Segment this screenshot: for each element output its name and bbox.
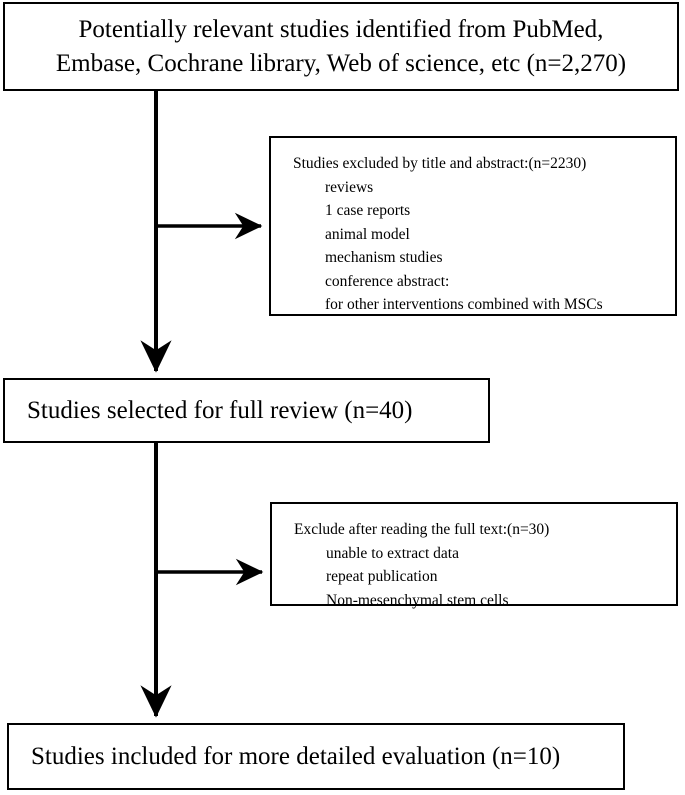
excluded-reason-item: reviews <box>325 178 374 196</box>
excluded-reason-item: 1 case reports <box>325 202 411 220</box>
node-excluded-full-text: Exclude after reading the full text:(n=3… <box>270 502 678 609</box>
node-selected-full-review-text: Studies selected for full review (n=40) <box>27 396 413 424</box>
node-included-detailed-evaluation-text: Studies included for more detailed evalu… <box>31 742 561 770</box>
excluded-reason-item: conference abstract: <box>325 272 450 290</box>
excluded-reason-item: animal model <box>325 225 410 243</box>
node-selected-full-review: Studies selected for full review (n=40) <box>3 378 490 443</box>
identified-line-1: Potentially relevant studies identified … <box>78 15 604 43</box>
identified-line-2: Embase, Cochrane library, Web of science… <box>55 49 627 77</box>
excluded-reason-item: unable to extract data <box>326 544 459 562</box>
excluded-full-text-heading: Exclude after reading the full text:(n=3… <box>294 521 550 538</box>
excluded-reason-item: repeat publication <box>326 568 438 586</box>
excluded-title-abstract-heading: Studies excluded by title and abstract:(… <box>293 155 587 172</box>
node-excluded-title-abstract: Studies excluded by title and abstract:(… <box>269 136 677 316</box>
node-identified-studies: Potentially relevant studies identified … <box>3 2 679 91</box>
node-included-detailed-evaluation: Studies included for more detailed evalu… <box>7 723 625 790</box>
excluded-reason-item: mechanism studies <box>325 249 443 267</box>
excluded-reason-item: Non-mesenchymal stem cells <box>326 591 509 609</box>
node-identified-studies-text: Potentially relevant studies identified … <box>42 13 640 81</box>
excluded-reason-item: for other interventions combined with MS… <box>325 296 603 314</box>
